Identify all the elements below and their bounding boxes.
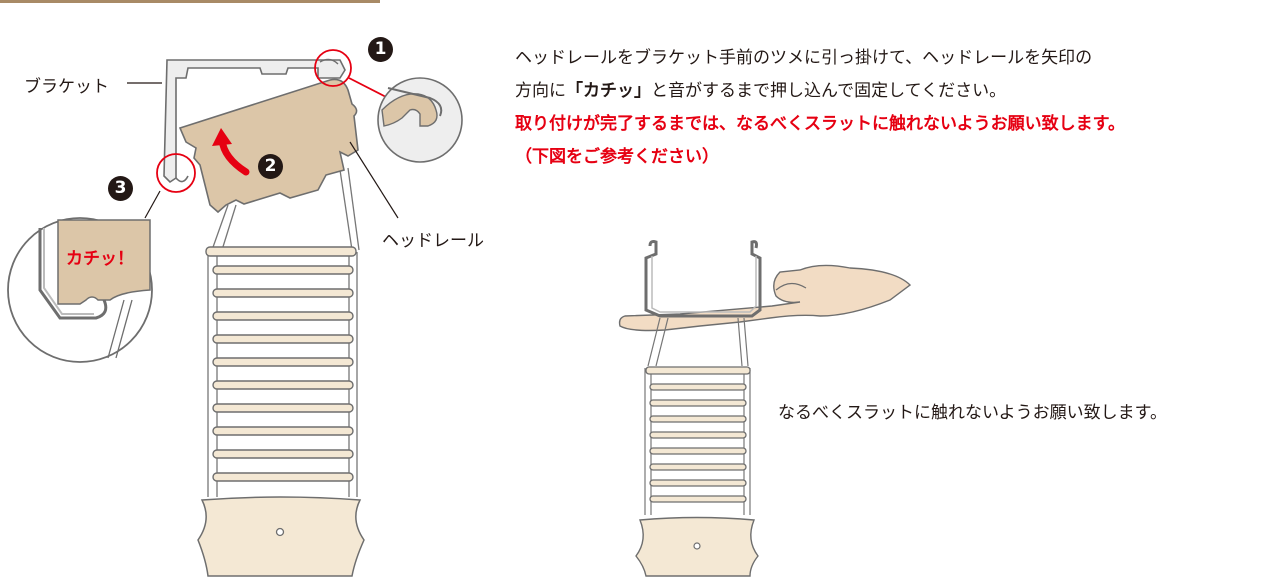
step-2-marker: 2: [258, 154, 283, 179]
instruction-text: ヘッドレールをブラケット手前のツメに引っ掛けて、ヘッドレールを矢印の 方向に「カ…: [515, 42, 1280, 174]
bracket: [163, 59, 346, 184]
headrail-channel: [644, 240, 762, 318]
slat-caution-caption: なるべくスラットに触れないようお願い致します。: [778, 403, 1167, 423]
zoom-detail-3: [7, 217, 153, 363]
instruction-line-1: ヘッドレールをブラケット手前のツメに引っ掛けて、ヘッドレールを矢印の: [515, 48, 1093, 68]
step-3-marker: 3: [108, 176, 133, 201]
click-sound-label: カチッ！: [66, 249, 134, 269]
bracket-label: ブラケット: [24, 77, 109, 97]
slat-stack-right: [645, 366, 751, 503]
click-sound-text: 「カチッ」: [566, 81, 651, 101]
zoom-detail-1: [377, 77, 463, 163]
top-decorative-bar: [0, 0, 380, 3]
bottom-rail: [197, 496, 365, 577]
ladder-cords: [207, 167, 360, 497]
reference-note: （下図をご参考ください）: [515, 147, 719, 167]
instruction-line-2-start: 方向に: [515, 81, 566, 101]
hook-marker-1: [314, 49, 352, 87]
headrail-body: [178, 78, 359, 214]
instruction-line-2: 方向に「カチッ」と音がするまで押し込んで固定してください。: [515, 75, 1280, 108]
rotation-arrow: [212, 128, 250, 176]
step-1-marker: 1: [368, 37, 393, 62]
hand: [618, 264, 912, 332]
bottom-rail-hole: [275, 527, 285, 537]
slat-stack: [205, 246, 357, 482]
instruction-line-2-end: と音がするまで押し込んで固定してください。: [651, 81, 1007, 101]
hook-marker-3: [156, 153, 196, 193]
headrail-label: ヘッドレール: [382, 231, 484, 251]
warning-text: 取り付けが完了するまでは、なるべくスラットに触れないようお願い致します。: [515, 114, 1125, 134]
